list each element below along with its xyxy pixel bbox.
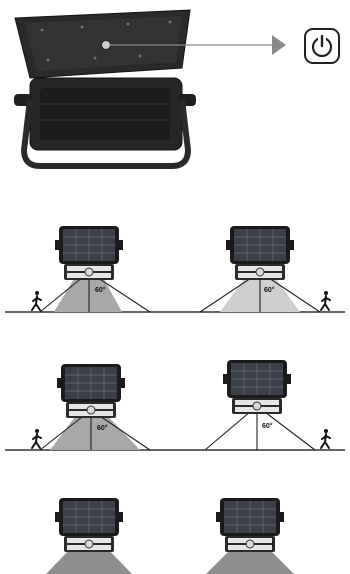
runner-right (321, 291, 330, 310)
light-unit-right (226, 226, 294, 280)
light-unit-left (55, 226, 123, 280)
power-button-photo (102, 41, 111, 50)
angle-label-right: 60° (262, 422, 273, 430)
callout-arrowhead (272, 35, 286, 55)
angle-label-left: 60° (97, 424, 108, 432)
scene-1: 60° 60° (5, 226, 345, 312)
scene-2: 60° 60° (5, 360, 345, 450)
scene-3 (46, 498, 294, 574)
light-unit-left (57, 364, 125, 418)
runner-right (321, 429, 330, 448)
light-unit-right (216, 498, 284, 552)
angle-label-right: 60° (264, 286, 275, 294)
floodlight-photo (14, 10, 286, 166)
light-unit-left (55, 498, 123, 552)
light-unit-right (223, 360, 291, 414)
angle-label-left: 60° (95, 286, 106, 294)
power-icon (305, 29, 339, 63)
runner-left (32, 429, 41, 448)
runner-left (32, 291, 41, 310)
